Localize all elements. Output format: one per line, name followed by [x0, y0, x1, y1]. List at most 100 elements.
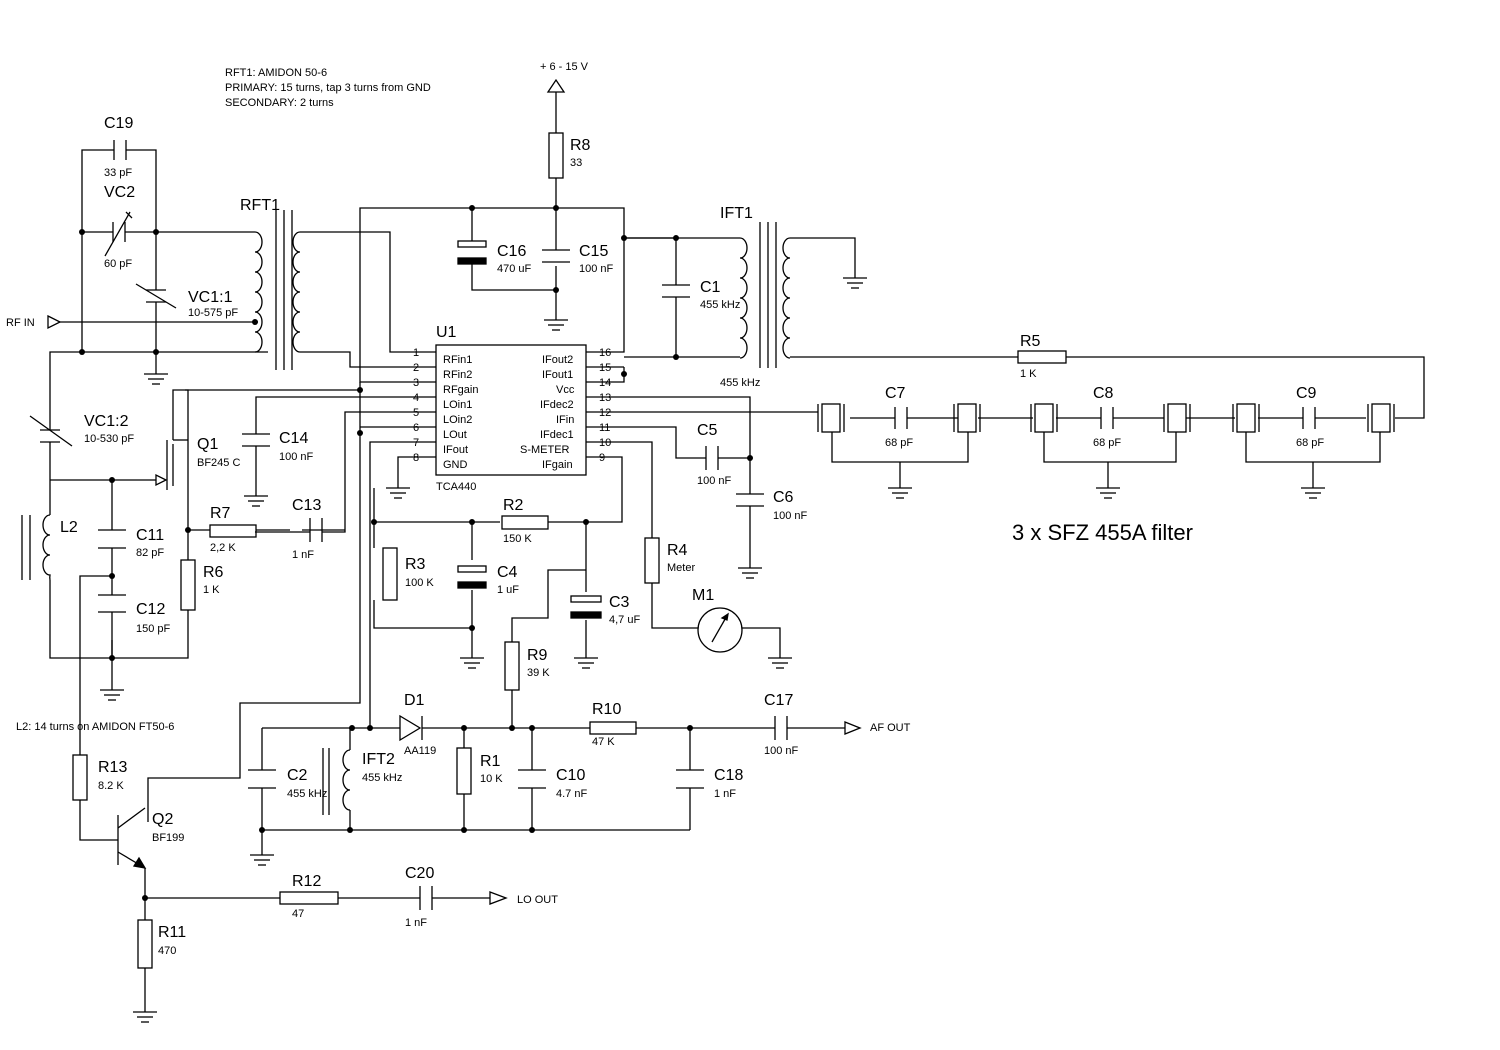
- c9-ref: C9: [1296, 385, 1317, 402]
- pin-name: Vcc: [556, 384, 575, 396]
- c4-value: 1 uF: [497, 584, 519, 596]
- symbols: [21, 78, 1395, 969]
- vc1-1-ref: VC1:1: [188, 289, 233, 306]
- pin-num: 4: [413, 392, 419, 404]
- pin-num: 14: [599, 377, 611, 389]
- c12-value: 150 pF: [136, 623, 171, 635]
- q1-ref: Q1: [197, 436, 218, 453]
- r2-ref: R2: [503, 497, 524, 514]
- af-out-label: AF OUT: [870, 722, 911, 734]
- component-labels: C19 33 pF VC2 60 pF VC1:1 10-575 pF VC1:…: [60, 115, 1324, 957]
- pin-name: GND: [443, 459, 468, 471]
- c15-value: 100 nF: [579, 263, 614, 275]
- pin-name: IFout1: [542, 369, 573, 381]
- pin-num: 9: [599, 452, 605, 464]
- pin-num: 8: [413, 452, 419, 464]
- c11-value: 82 pF: [136, 547, 164, 559]
- pin-name: LOin1: [443, 399, 472, 411]
- ift2-ref: IFT2: [362, 751, 395, 768]
- r1-ref: R1: [480, 753, 501, 770]
- c20-ref: C20: [405, 865, 434, 882]
- pin-num: 11: [599, 422, 610, 434]
- vc1-1-value: 10-575 pF: [188, 307, 238, 319]
- lo-out-label: LO OUT: [517, 894, 558, 906]
- r2-value: 150 K: [503, 533, 532, 545]
- r8-ref: R8: [570, 137, 591, 154]
- c13-value: 1 nF: [292, 549, 314, 561]
- junctions: [79, 205, 753, 901]
- pin-name: IFgain: [542, 459, 573, 471]
- c1-value: 455 kHz: [700, 299, 740, 311]
- pin-num: 1: [413, 347, 419, 359]
- pin-num: 10: [599, 437, 611, 449]
- r11-value: 470: [158, 945, 176, 957]
- supply-label: + 6 - 15 V: [540, 61, 589, 73]
- ic-ref: U1: [436, 324, 457, 341]
- pin-name: IFin: [556, 414, 574, 426]
- r9-ref: R9: [527, 647, 548, 664]
- c13-ref: C13: [292, 497, 321, 514]
- ift2-value: 455 kHz: [362, 772, 402, 784]
- c10-ref: C10: [556, 767, 585, 784]
- d1-ref: D1: [404, 692, 425, 709]
- ift1-ref: IFT1: [720, 205, 753, 222]
- note-rft1-line1: RFT1: AMIDON 50-6: [225, 67, 327, 79]
- r5-ref: R5: [1020, 333, 1041, 350]
- vc2-value: 60 pF: [104, 258, 132, 270]
- d1-value: AA119: [404, 745, 436, 757]
- c16-value: 470 uF: [497, 263, 532, 275]
- r9-value: 39 K: [527, 667, 550, 679]
- c20-value: 1 nF: [405, 917, 427, 929]
- pin-num: 7: [413, 437, 419, 449]
- note-filter: 3 x SFZ 455A filter: [1012, 520, 1193, 545]
- pin-name: LOin2: [443, 414, 472, 426]
- c8-ref: C8: [1093, 385, 1114, 402]
- c17-ref: C17: [764, 692, 793, 709]
- pin-name: IFdec1: [540, 429, 574, 441]
- pin-num: 3: [413, 377, 419, 389]
- r10-ref: R10: [592, 701, 621, 718]
- pin-name: RFin1: [443, 354, 472, 366]
- rf-in-label: RF IN: [6, 317, 35, 329]
- c6-value: 100 nF: [773, 510, 808, 522]
- r5-value: 1 K: [1020, 368, 1037, 380]
- r3-ref: R3: [405, 556, 426, 573]
- l2-ref: L2: [60, 519, 78, 536]
- c16-ref: C16: [497, 243, 526, 260]
- c6-ref: C6: [773, 489, 794, 506]
- c3-value: 4,7 uF: [609, 614, 640, 626]
- c14-ref: C14: [279, 430, 308, 447]
- note-rft1-line3: SECONDARY: 2 turns: [225, 97, 334, 109]
- pin-num: 2: [413, 362, 419, 374]
- r1-value: 10 K: [480, 773, 503, 785]
- r12-value: 47: [292, 908, 304, 920]
- pin-num: 12: [599, 407, 611, 419]
- vc2-ref: VC2: [104, 184, 135, 201]
- r12-ref: R12: [292, 873, 321, 890]
- r4-ref: R4: [667, 542, 688, 559]
- r6-value: 1 K: [203, 584, 220, 596]
- note-rft1-line2: PRIMARY: 15 turns, tap 3 turns from GND: [225, 82, 431, 94]
- c12-ref: C12: [136, 601, 165, 618]
- pin-name: RFin2: [443, 369, 472, 381]
- ic-part: TCA440: [436, 481, 476, 493]
- c19-value: 33 pF: [104, 167, 132, 179]
- vc1-2-value: 10-530 pF: [84, 433, 134, 445]
- c5-value: 100 nF: [697, 475, 732, 487]
- c4-ref: C4: [497, 564, 518, 581]
- ift1-value: 455 kHz: [720, 377, 760, 389]
- c9-value: 68 pF: [1296, 437, 1324, 449]
- c5-ref: C5: [697, 422, 718, 439]
- pin-name: IFdec2: [540, 399, 574, 411]
- c15-ref: C15: [579, 243, 608, 260]
- r8-value: 33: [570, 157, 582, 169]
- ic-labels: U1 TCA440 1 RFin1 2 RFin2 3 RFgain 4 LOi…: [413, 324, 611, 493]
- c8-value: 68 pF: [1093, 437, 1121, 449]
- r7-ref: R7: [210, 505, 231, 522]
- pin-name: LOut: [443, 429, 467, 441]
- m1-ref: M1: [692, 587, 714, 604]
- r6-ref: R6: [203, 564, 224, 581]
- c11-ref: C11: [136, 527, 164, 544]
- c7-ref: C7: [885, 385, 906, 402]
- q2-value: BF199: [152, 832, 184, 844]
